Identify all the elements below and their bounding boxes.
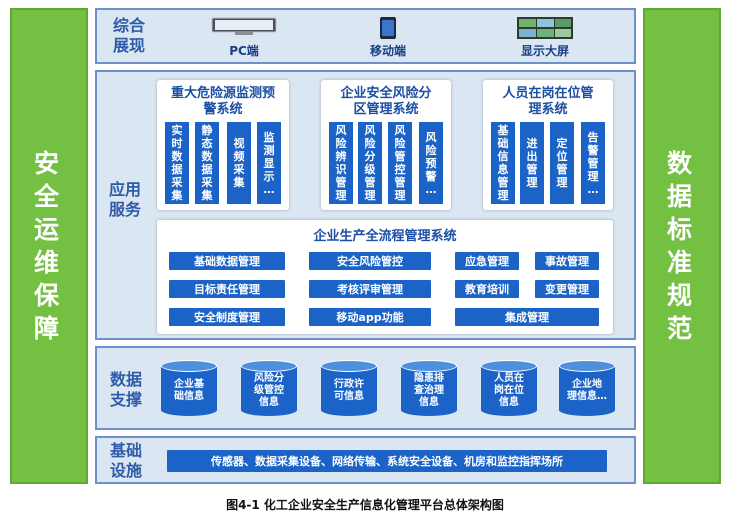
database-cylinder: 企业基 础信息 [161,360,217,416]
database-label: 人员在 岗在位 信息 [494,373,524,408]
system-card-title: 重大危险源监测预 警系统 [170,86,275,117]
system-card-title: 企业安全风险分 区管理系统 [340,86,432,117]
right-side-bar-text: 数据标准规范 [667,149,693,343]
presentation-layer-label: 综合 展现 [112,16,145,55]
module-column: 实 时 数 据 采 集 [165,122,189,204]
module-column: 风 险 预 警 … [419,122,443,204]
process-item: 目标责任管理 [169,280,285,298]
system-card-hazard-monitoring: 重大危险源监测预 警系统 实 时 数 据 采 集 静 态 数 据 采 集 视 频… [157,80,289,210]
module-column: 风 险 分 级 管 理 [358,122,382,204]
process-item: 基础数据管理 [169,252,285,270]
process-item: 应急管理 [455,252,519,270]
system-card-title: 人员在岗在位管 理系统 [502,86,594,117]
infrastructure-items: 传感器、数据采集设备、网络传输、系统安全设备、机房和监控指挥场所 [167,450,607,472]
module-column: 风 险 辨 识 管 理 [329,122,353,204]
database-cylinder: 隐患排 查治理 信息 [401,360,457,416]
database-label: 行政许 可信息 [334,379,364,402]
process-item: 移动app功能 [309,308,431,326]
infrastructure-layer: 基础 设施 传感器、数据采集设备、网络传输、系统安全设备、机房和监控指挥场所 [95,436,636,484]
module-column: 定 位 管 理 [550,122,574,204]
left-side-bar-text: 安全运维保障 [34,149,60,343]
module-column: 视 频 采 集 [227,122,251,204]
device-label: 显示大屏 [520,44,569,58]
data-support-layer-label: 数据 支撑 [109,370,142,409]
process-item: 安全风险管控 [309,252,431,270]
monitor-icon [211,17,277,35]
process-item: 考核评审管理 [309,280,431,298]
module-column: 进 出 管 理 [520,122,544,204]
infrastructure-layer-label: 基础 设施 [109,441,142,480]
module-column: 基 础 信 息 管 理 [491,122,515,204]
presentation-layer: 综合 展现 PC端 移动端 显示大屏 [95,8,636,64]
application-layer: 应用 服务 重大危险源监测预 警系统 实 时 数 据 采 集 静 态 数 据 采… [95,70,636,340]
video-wall-icon [517,17,573,39]
database-label: 隐患排 查治理 信息 [414,373,444,408]
process-item: 变更管理 [535,280,599,298]
system-card-personnel-onduty: 人员在岗在位管 理系统 基 础 信 息 管 理 进 出 管 理 定 位 管 理 … [483,80,613,210]
left-side-bar: 安全运维保障 [10,8,88,484]
database-cylinder: 人员在 岗在位 信息 [481,360,537,416]
module-column: 监 测 显 示 … [257,122,281,204]
process-management-card: 企业生产全流程管理系统 基础数据管理 安全风险管控 应急管理 事故管理 目标责任… [157,220,613,334]
process-item: 集成管理 [455,308,599,326]
module-column: 告 警 管 理 … [581,122,605,204]
database-cylinder: 企业地 理信息… [559,360,615,416]
data-support-layer: 数据 支撑 企业基 础信息 风险分 级管控 信息 行政许 可信息 隐患排 查治理… [95,346,636,430]
figure-caption: 图4-1 化工企业安全生产信息化管理平台总体架构图 [226,498,504,512]
database-cylinder: 行政许 可信息 [321,360,377,416]
tablet-icon [380,17,396,39]
right-side-bar: 数据标准规范 [643,8,721,484]
module-column: 风 险 管 控 管 理 [388,122,412,204]
process-item: 安全制度管理 [169,308,285,326]
process-item: 事故管理 [535,252,599,270]
video-wall-device: 显示大屏 [505,16,585,60]
mobile-device: 移动端 [353,16,423,60]
process-management-title: 企业生产全流程管理系统 [313,229,457,244]
device-label: PC端 [229,44,259,58]
database-label: 风险分 级管控 信息 [254,373,284,408]
database-label: 企业基 础信息 [174,379,204,402]
module-column: 静 态 数 据 采 集 [195,122,219,204]
process-item: 教育培训 [455,280,519,298]
device-label: 移动端 [369,44,406,58]
database-label: 企业地 理信息… [567,379,607,402]
application-layer-label: 应用 服务 [108,180,141,219]
database-cylinder: 风险分 级管控 信息 [241,360,297,416]
pc-device: PC端 [209,16,279,60]
system-card-risk-zoning: 企业安全风险分 区管理系统 风 险 辨 识 管 理 风 险 分 级 管 理 风 … [321,80,451,210]
